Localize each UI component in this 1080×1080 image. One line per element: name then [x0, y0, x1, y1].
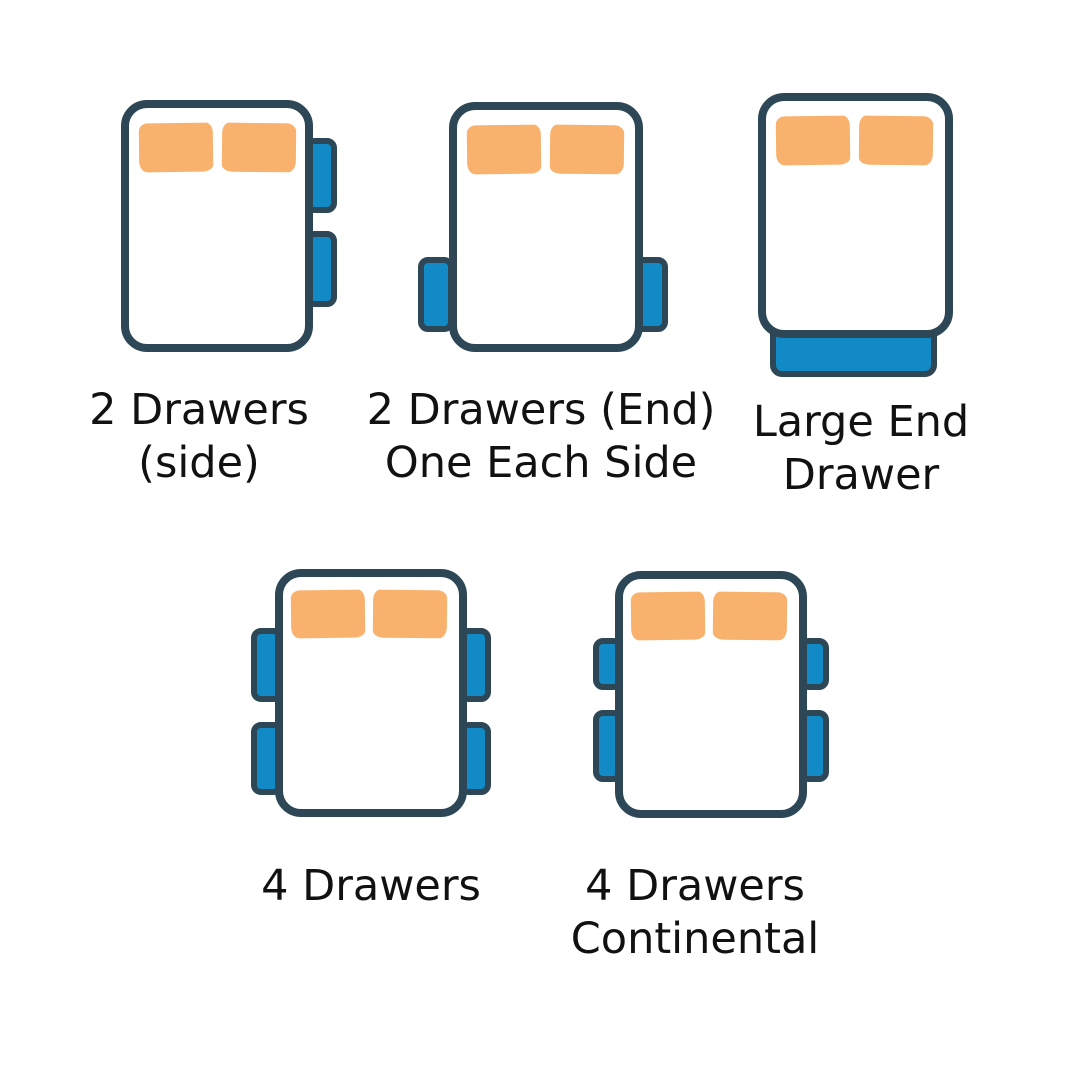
- diagram-label-4-drawers: 4 Drawers: [231, 860, 511, 913]
- diagram-4-drawers-continental: [593, 571, 829, 818]
- pillow-icon: [221, 122, 297, 173]
- label-line: Drawer: [782, 450, 940, 500]
- pillow-icon: [775, 115, 851, 166]
- diagram-large-end-drawer: [758, 93, 953, 377]
- pillow-icon: [549, 124, 625, 175]
- pillow-icon: [630, 591, 706, 641]
- label-line: 2 Drawers (End): [366, 385, 716, 435]
- diagram-label-2-drawers-end: 2 Drawers (End) One Each Side: [366, 384, 716, 490]
- pillow-icon: [858, 115, 934, 166]
- label-line: One Each Side: [384, 438, 698, 488]
- label-line: Large End: [752, 397, 970, 447]
- pillow-icon: [712, 591, 788, 641]
- label-line: 2 Drawers: [89, 385, 309, 435]
- diagram-2-drawers-end: [413, 102, 673, 352]
- pillow-icon: [138, 122, 214, 173]
- diagram-label-2-drawers-side: 2 Drawers (side): [59, 384, 339, 490]
- label-line: Continental: [570, 914, 820, 964]
- pillow-icon: [290, 589, 366, 639]
- diagram-2-drawers-side: [107, 100, 347, 352]
- label-line: 4 Drawers: [585, 861, 805, 911]
- label-line: 4 Drawers: [261, 861, 481, 911]
- diagram-label-4-drawers-continental: 4 Drawers Continental: [555, 860, 835, 966]
- label-line: (side): [138, 438, 260, 488]
- diagram-4-drawers: [245, 569, 491, 817]
- pillow-icon: [466, 124, 542, 175]
- pillow-icon: [372, 589, 448, 639]
- diagram-label-large-end-drawer: Large End Drawer: [721, 396, 1001, 502]
